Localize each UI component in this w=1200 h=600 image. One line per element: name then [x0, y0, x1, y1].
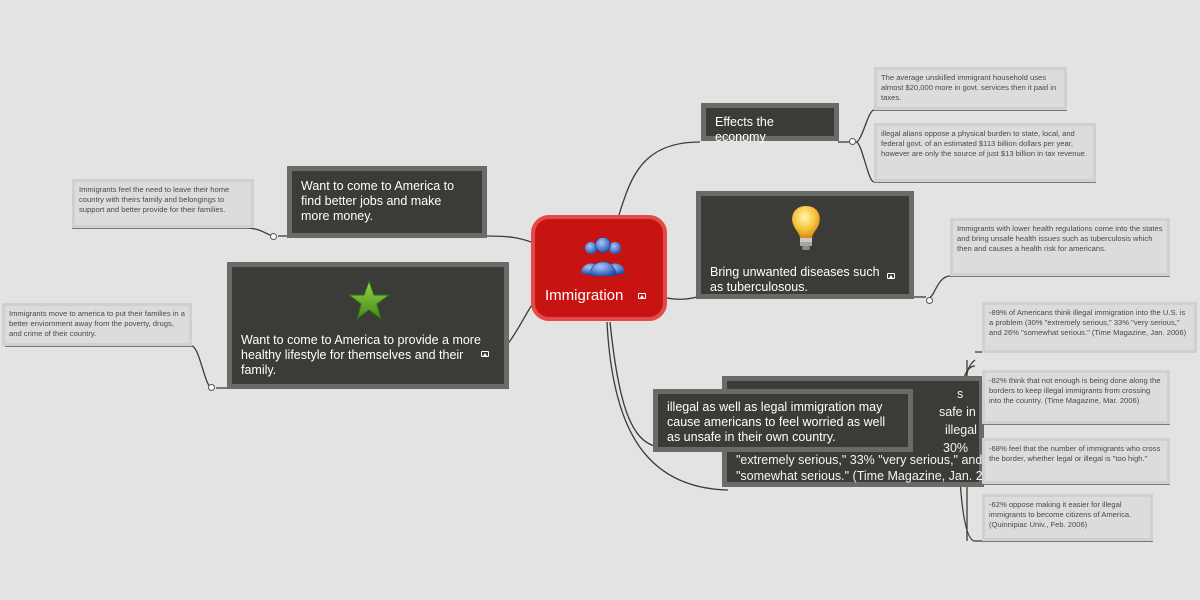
note-poll-82-text: -82% think that not enough is being done… [989, 376, 1161, 405]
lightbulb-icon [792, 206, 820, 250]
node-unwanted-diseases[interactable]: Bring unwanted diseases such as tubercul… [696, 191, 914, 299]
green-star-icon [347, 279, 391, 321]
note-poll-68-text: -68% feel that the number of immigrants … [989, 444, 1161, 463]
note-economy-2-text: illegal alians oppose a physical burden … [881, 129, 1087, 158]
node-unwanted-diseases-text: Bring unwanted diseases such as tubercul… [710, 265, 880, 294]
note-poll-62[interactable]: -62% oppose making it easier for illegal… [982, 494, 1153, 541]
node-better-jobs[interactable]: Want to come to America to find better j… [287, 166, 487, 238]
node-healthy-lifestyle[interactable]: Want to come to America to provide a mor… [227, 262, 509, 389]
image-attachment-icon[interactable] [638, 293, 646, 299]
note-lifestyle[interactable]: Immigrants move to america to put their … [2, 303, 192, 346]
note-lifestyle-text: Immigrants move to america to put their … [9, 309, 185, 338]
node-effects-economy-text: Effects the economy [715, 115, 774, 144]
note-jobs-text: Immigrants feel the need to leave their … [79, 185, 230, 214]
collapse-toggle-diseases[interactable] [926, 297, 933, 304]
node-poll-summary-line1: s [957, 387, 964, 401]
node-healthy-lifestyle-text: Want to come to America to provide a mor… [241, 333, 481, 377]
note-poll-62-text: -62% oppose making it easier for illegal… [989, 500, 1132, 529]
collapse-toggle-lifestyle[interactable] [208, 384, 215, 391]
note-jobs[interactable]: Immigrants feel the need to leave their … [72, 179, 254, 228]
note-poll-68[interactable]: -68% feel that the number of immigrants … [982, 438, 1170, 484]
node-effects-economy[interactable]: Effects the economy [701, 103, 839, 144]
note-diseases[interactable]: Immigrants with lower health regulations… [950, 218, 1170, 276]
image-attachment-icon[interactable] [481, 351, 489, 357]
note-economy-1-text: The average unskilled immigrant househol… [881, 73, 1057, 102]
note-economy-2[interactable]: illegal alians oppose a physical burden … [874, 123, 1096, 182]
note-poll-89-text: -89% of Americans think illegal immigrat… [989, 308, 1187, 337]
node-poll-summary-line4: 30% [943, 441, 969, 455]
node-poll-summary-line5: "extremely serious," 33% "very serious,"… [736, 453, 1011, 467]
node-poll-summary-line2: safe in [939, 405, 976, 419]
note-economy-1[interactable]: The average unskilled immigrant househol… [874, 67, 1067, 110]
people-group-icon [581, 237, 625, 277]
image-attachment-icon[interactable] [887, 273, 895, 279]
central-title: Immigration [545, 287, 624, 304]
collapse-toggle-economy[interactable] [849, 138, 856, 145]
node-poll-summary-line6: "somewhat serious." (Time Magazine, Jan.… [736, 469, 1004, 483]
node-better-jobs-text: Want to come to America to find better j… [301, 179, 455, 223]
note-poll-89[interactable]: -89% of Americans think illegal immigrat… [982, 302, 1197, 353]
note-diseases-text: Immigrants with lower health regulations… [957, 224, 1163, 253]
node-americans-worried[interactable]: illegal as well as legal immigration may… [653, 389, 913, 452]
note-poll-82[interactable]: -82% think that not enough is being done… [982, 370, 1170, 424]
central-topic[interactable]: Immigration [531, 215, 667, 321]
node-americans-worried-text: illegal as well as legal immigration may… [667, 400, 886, 444]
node-poll-summary-line3: illegal [945, 423, 977, 437]
collapse-toggle-jobs[interactable] [270, 233, 277, 240]
